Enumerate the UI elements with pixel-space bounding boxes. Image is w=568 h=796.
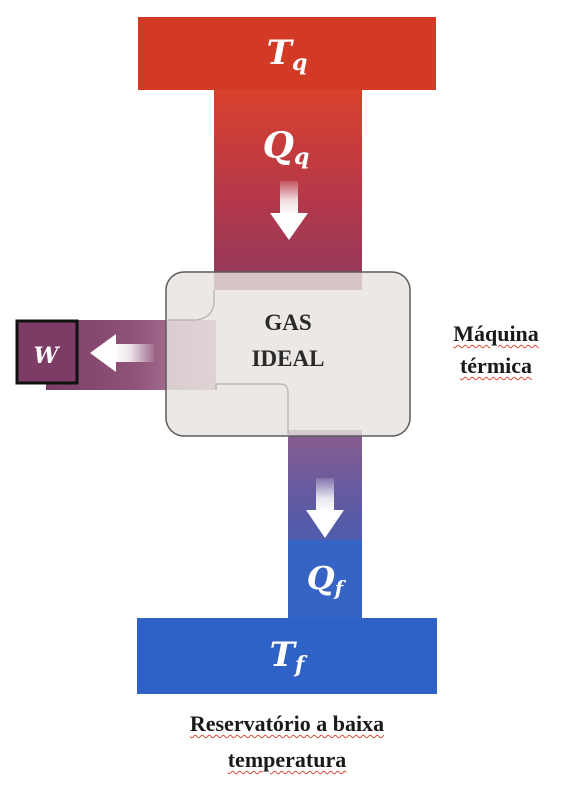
engine-caption-line2: térmica xyxy=(459,353,533,378)
cold-reservoir xyxy=(137,618,437,694)
heat-out-arrow-icon xyxy=(306,478,344,538)
work-arrow-icon xyxy=(90,334,154,372)
work-box xyxy=(15,319,79,385)
hot-reservoir-label: Tq xyxy=(267,33,308,76)
cold-caption-line2: temperatura xyxy=(227,747,347,772)
work-label: W xyxy=(34,343,61,369)
cold-reservoir-label: Tf xyxy=(270,635,308,678)
heat-in-label: Qq xyxy=(263,125,310,170)
heat-out-stem-lower xyxy=(288,540,362,618)
cold-reservoir-caption: Reservatório a baixa temperatura xyxy=(120,706,454,778)
engine-line2: IDEAL xyxy=(252,346,325,371)
engine-inner-contour xyxy=(166,290,215,321)
heat-out-label: Qf xyxy=(307,559,347,600)
cold-caption-line1: Reservatório a baixa xyxy=(189,711,385,736)
engine-line1: GAS xyxy=(264,310,311,335)
engine-caption: Máquina térmica xyxy=(426,318,566,382)
hot-reservoir xyxy=(138,17,436,90)
engine-caption-line1: Máquina xyxy=(453,321,539,346)
heat-in-arrow-icon xyxy=(270,181,308,240)
engine-inner-contour-2 xyxy=(215,383,289,436)
